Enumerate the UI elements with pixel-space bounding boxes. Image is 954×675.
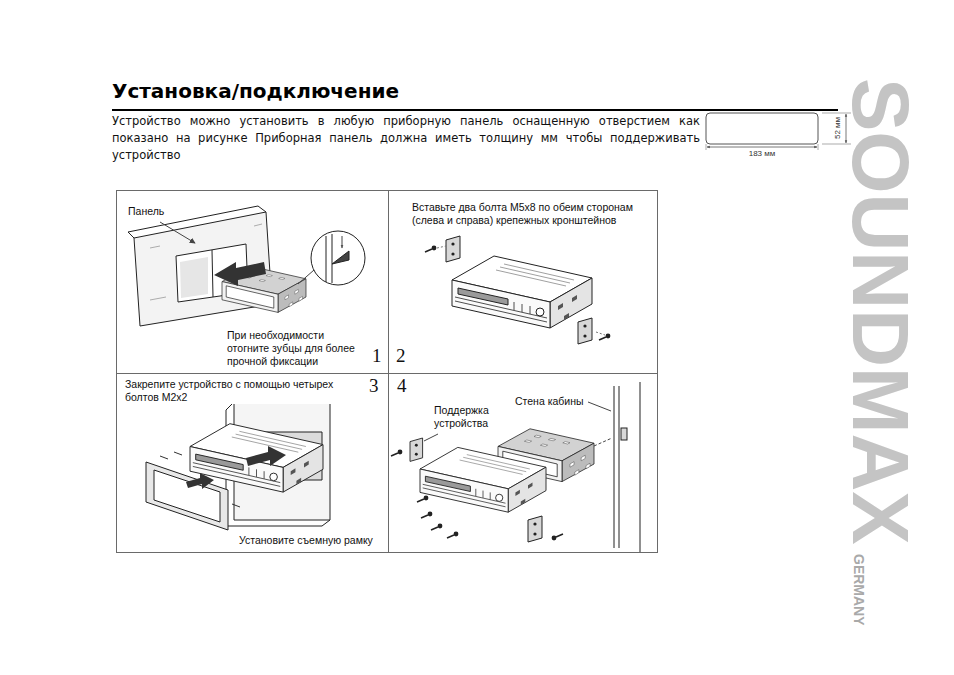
callout-number: 3 [368, 376, 380, 396]
mounting-bracket [578, 318, 592, 344]
frame-arrow [186, 473, 214, 489]
screw [552, 534, 563, 540]
part-label: Поддержка устройства [433, 404, 505, 430]
screw [417, 496, 428, 502]
detail-plate [326, 234, 332, 283]
screw [425, 246, 436, 252]
brand-subtitle: GERMANY [852, 554, 866, 626]
opening-shade [180, 257, 208, 298]
dashboard-panel [134, 212, 272, 326]
intro-paragraph: Устройство можно установить в любую приб… [112, 113, 700, 164]
opening-divider [212, 250, 213, 297]
insert-arrow [214, 262, 266, 286]
mounting-bracket [446, 236, 460, 262]
mounting-bracket [410, 438, 423, 461]
instruction-text: При необходимости отогните зубцы для бол… [226, 329, 370, 368]
dimension-label: 183 мм [749, 149, 776, 158]
trim-frame [146, 462, 228, 530]
screw [447, 532, 458, 538]
wall-plate [621, 428, 627, 440]
callout-number: 1 [371, 346, 383, 366]
heading-rule [112, 109, 838, 111]
step-panel: ПанельПри необходимости отогните зубцы д… [116, 190, 389, 374]
cabin-wall [614, 382, 640, 552]
bend-arrow [342, 236, 343, 248]
detail-tooth [332, 251, 349, 264]
leader-line [160, 222, 195, 243]
detail-leader [298, 270, 314, 284]
dimension-line [707, 147, 817, 148]
screw-path [437, 246, 605, 335]
page-title: Установка/подключение [112, 79, 399, 103]
callout-number: 2 [395, 346, 407, 366]
bolt-line [594, 438, 612, 446]
bolt-mark [160, 452, 240, 507]
part-label: Стена кабины [514, 395, 585, 408]
step-panel: Закрепите устройство с помощью четырех б… [116, 373, 389, 553]
screw [421, 512, 432, 518]
instruction-text: Закрепите устройство с помощью четырех б… [124, 378, 356, 404]
opening-outline [706, 113, 818, 144]
mounting-bracket [528, 516, 542, 542]
leader-line [588, 402, 611, 411]
callout-number: 4 [396, 376, 408, 396]
leader-line [424, 434, 438, 441]
step-panel: 4Поддержка устройства Стена кабины [388, 373, 658, 553]
screw [391, 450, 402, 456]
detail-magnifier [311, 231, 365, 285]
head-unit [420, 447, 546, 512]
brand-watermark: SOUNDMAX [840, 78, 920, 545]
head-unit [452, 256, 592, 328]
screw [431, 524, 442, 530]
step-panel: 2 Вставьте два болта М5х8 по обеим сторон… [388, 190, 658, 374]
part-label: Панель [127, 205, 165, 218]
insert-arrow [246, 446, 286, 466]
instruction-text: Вставьте два болта М5х8 по обеим сторона… [411, 201, 655, 227]
instruction-text: Установите съемную рамку [238, 534, 374, 547]
